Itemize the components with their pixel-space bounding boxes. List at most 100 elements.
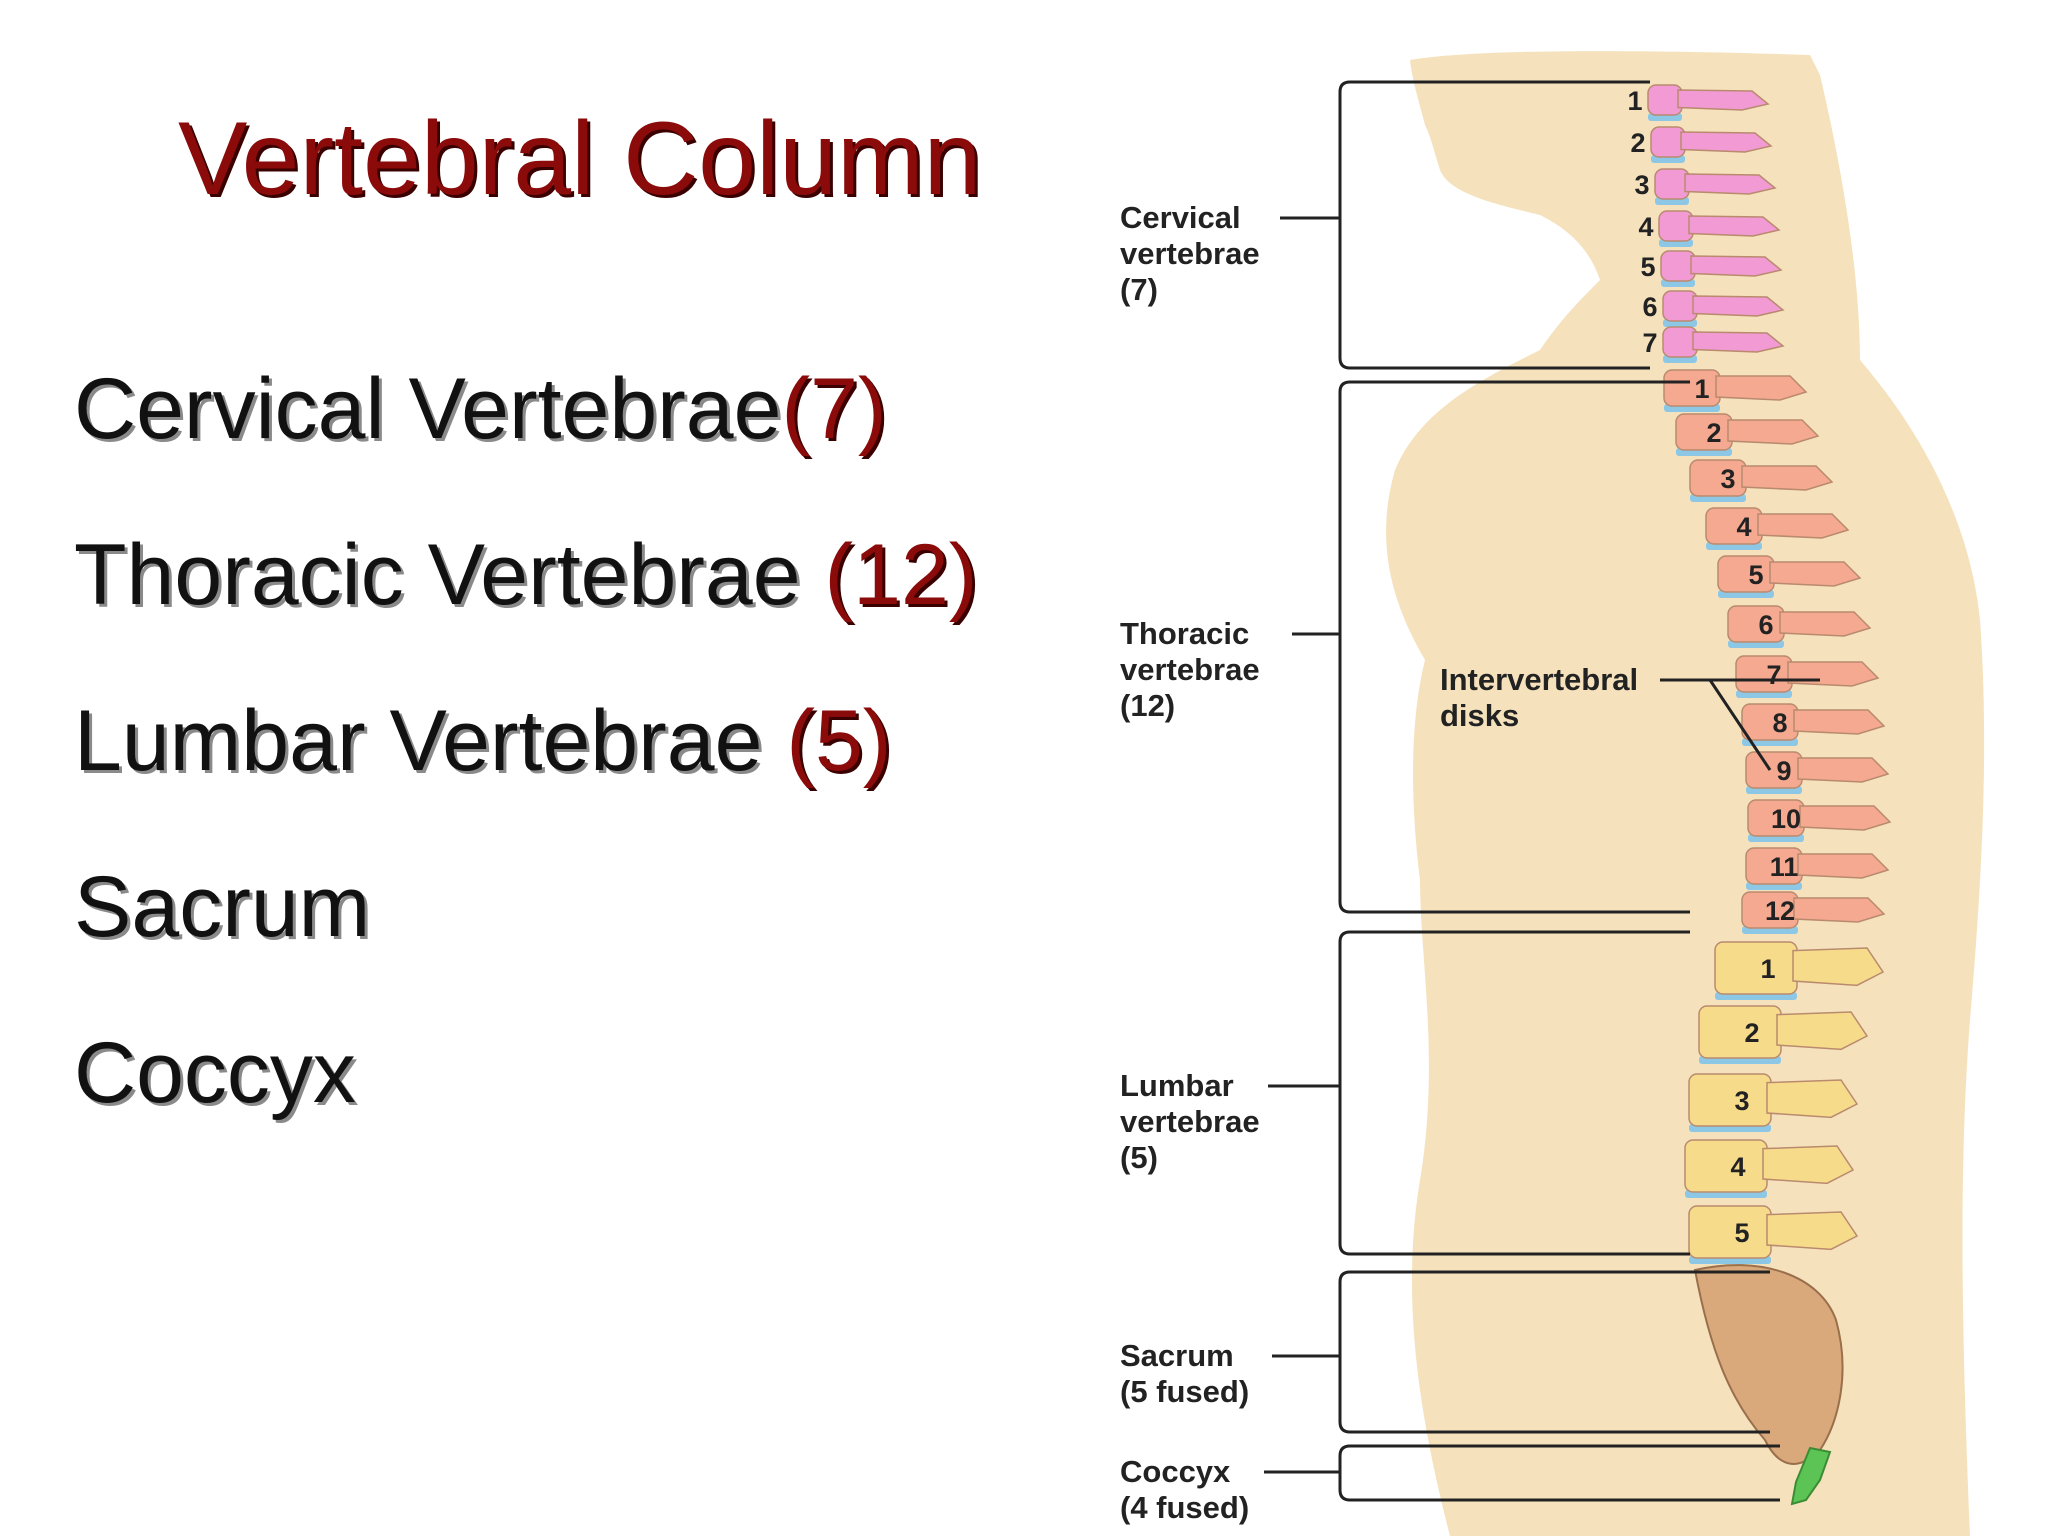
thoracic-bracket (1338, 380, 1690, 914)
thoracic-number: 8 (1772, 708, 1787, 738)
cervical-bracket (1338, 80, 1650, 370)
lumbar-spinous-process (1766, 1211, 1859, 1251)
thoracic-number: 5 (1748, 560, 1763, 590)
thoracic-spinous-process (1769, 561, 1862, 587)
lumbar-spinous-process (1766, 1079, 1859, 1119)
item-name: Thoracic Vertebrae (74, 527, 825, 623)
cervical-vertebra (1662, 326, 1698, 358)
lumbar-vertebra (1688, 1073, 1772, 1127)
lumbar-label-text: Lumbar (1120, 1068, 1234, 1103)
item-count: (5) (786, 693, 892, 789)
thoracic-vertebra (1741, 703, 1799, 741)
thoracic-number: 4 (1736, 512, 1751, 542)
cervical-number: 3 (1634, 170, 1649, 200)
item-name: Coccyx (74, 1025, 356, 1121)
lumbar-spinous-process (1792, 947, 1885, 987)
spine-illustration: Cervicalvertebrae(7)Thoracicvertebrae(12… (1120, 51, 1985, 1536)
thoracic-spinous-process (1793, 897, 1886, 923)
thoracic-spinous-process (1797, 757, 1890, 783)
region-brackets (1338, 80, 1780, 1502)
cervical-vertebra (1658, 210, 1694, 242)
item-count: (12) (824, 527, 978, 623)
thoracic-spinous-process (1799, 805, 1892, 831)
thoracic-number: 10 (1771, 804, 1801, 834)
cervical-vertebra (1647, 84, 1683, 116)
lumbar-spinous-process (1776, 1011, 1869, 1051)
lumbar-vertebra (1688, 1205, 1772, 1259)
list-item-cervical: Cervical Vertebrae(7) (74, 360, 887, 459)
sacrum-label-text: (5 fused) (1120, 1374, 1249, 1409)
cervical-number: 1 (1627, 86, 1642, 116)
spine (1647, 84, 1892, 1506)
thoracic-vertebra (1705, 507, 1763, 545)
cervical-label-text: (7) (1120, 272, 1158, 307)
lumbar-spinous-process (1762, 1145, 1855, 1185)
thoracic-vertebra (1689, 459, 1747, 497)
cervical-spinous-process (1680, 131, 1773, 153)
disks-leader (1660, 678, 1820, 771)
cervical-spinous-process (1684, 173, 1777, 195)
thoracic-label-text: (12) (1120, 688, 1175, 723)
item-name: Lumbar Vertebrae (74, 693, 787, 789)
lumbar-number: 5 (1734, 1218, 1749, 1248)
thoracic-vertebra (1727, 605, 1785, 643)
cervical-number: 4 (1638, 212, 1653, 242)
cervical-spinous-process (1677, 89, 1770, 111)
thoracic-vertebra (1717, 555, 1775, 593)
item-name: Cervical Vertebrae (74, 361, 782, 457)
slide-title: Vertebral Column (178, 101, 982, 217)
thoracic-spinous-process (1779, 611, 1872, 637)
thoracic-label-text: Thoracic (1120, 616, 1249, 651)
list-item-coccyx: Coccyx (74, 1024, 356, 1123)
cervical-label-text: Cervical (1120, 200, 1241, 235)
thoracic-number: 7 (1766, 660, 1781, 690)
lumbar-number: 1 (1760, 954, 1775, 984)
disks-label-text: Intervertebral (1440, 662, 1638, 697)
thoracic-spinous-process (1727, 419, 1820, 445)
cervical-vertebra (1660, 250, 1696, 282)
thoracic-spinous-process (1741, 465, 1834, 491)
lumbar-number: 4 (1730, 1152, 1745, 1182)
thoracic-number: 1 (1694, 374, 1709, 404)
thoracic-number: 6 (1758, 610, 1773, 640)
thoracic-spinous-process (1757, 513, 1850, 539)
sacrum-bracket (1338, 1270, 1770, 1434)
item-count: (7) (781, 361, 887, 457)
cervical-spinous-process (1690, 255, 1783, 277)
cervical-vertebra (1654, 168, 1690, 200)
cervical-vertebra (1662, 290, 1698, 322)
coccyx-bone (1790, 1446, 1832, 1506)
thoracic-vertebra (1745, 751, 1803, 789)
thoracic-spinous-process (1787, 661, 1880, 687)
cervical-label-text: vertebrae (1120, 236, 1260, 271)
lumbar-vertebra (1684, 1139, 1768, 1193)
list-item-thoracic: Thoracic Vertebrae (12) (74, 526, 977, 625)
thoracic-number: 12 (1765, 896, 1795, 926)
thoracic-vertebra (1675, 413, 1733, 451)
cervical-spinous-process (1688, 215, 1781, 237)
thoracic-number: 3 (1720, 464, 1735, 494)
lumbar-number: 3 (1734, 1086, 1749, 1116)
cervical-number: 7 (1642, 328, 1657, 358)
lumbar-vertebra (1714, 941, 1798, 995)
thoracic-vertebra (1735, 655, 1793, 693)
thoracic-number: 11 (1770, 852, 1799, 882)
cervical-vertebra (1650, 126, 1686, 158)
lumbar-number: 2 (1744, 1018, 1759, 1048)
lumbar-vertebra (1698, 1005, 1782, 1059)
lumbar-label-text: (5) (1120, 1140, 1158, 1175)
cervical-number: 2 (1630, 128, 1645, 158)
item-name: Sacrum (74, 859, 371, 955)
lumbar-label-text: vertebrae (1120, 1104, 1260, 1139)
coccyx-label-text: Coccyx (1120, 1454, 1231, 1489)
thoracic-number: 9 (1776, 756, 1791, 786)
list-item-sacrum: Sacrum (74, 858, 370, 957)
thoracic-spinous-process (1797, 853, 1890, 879)
lumbar-bracket (1338, 930, 1690, 1256)
region-labels: Cervicalvertebrae(7)Thoracicvertebrae(12… (1120, 200, 1820, 1525)
cervical-spinous-process (1692, 295, 1785, 317)
sacrum-label-text: Sacrum (1120, 1338, 1234, 1373)
list-item-lumbar: Lumbar Vertebrae (5) (74, 692, 891, 791)
